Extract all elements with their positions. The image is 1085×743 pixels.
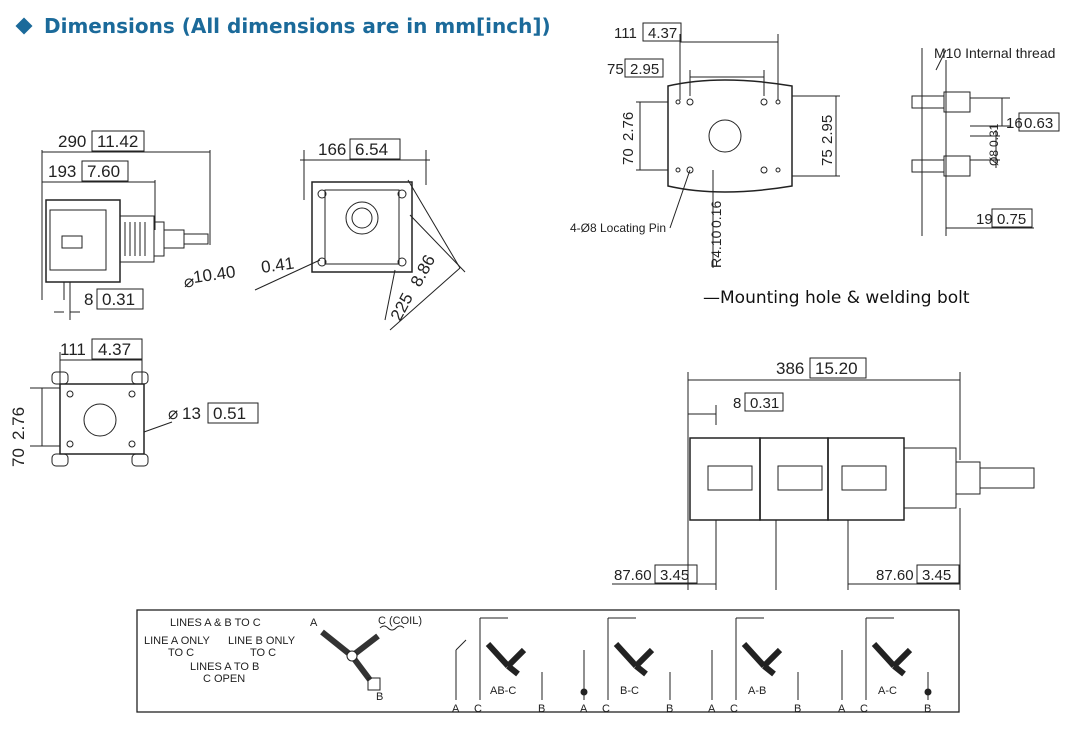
pos3-b: B bbox=[794, 703, 801, 715]
svg-text:⌀: ⌀ bbox=[168, 404, 178, 423]
dim-386-inch: 15.20 bbox=[815, 359, 858, 378]
pos4-label: A-C bbox=[878, 685, 897, 697]
dim-111: 111 bbox=[614, 25, 637, 42]
position-a-c: A C B A-C bbox=[838, 617, 932, 715]
pos1-b: B bbox=[538, 703, 545, 715]
legend-terminal-b: B bbox=[376, 691, 383, 703]
dim-111-lower: 111 bbox=[60, 340, 86, 359]
rotated-front-view: 166 6.54 10.40 0.41 ⌀ 225 8.86 bbox=[184, 138, 466, 331]
dim-16: 16 bbox=[1006, 115, 1023, 132]
dim-70-plate: 70 bbox=[620, 148, 637, 165]
dim-290-inch: 11.42 bbox=[97, 132, 138, 151]
pos2-label: B-C bbox=[620, 685, 639, 697]
dim-70-lower: 70 bbox=[9, 448, 28, 467]
position-a-b: A C B A-B bbox=[708, 617, 801, 715]
pos4-c: C bbox=[860, 703, 868, 715]
legend-to-c-1: TO C bbox=[168, 647, 194, 659]
title-text: Dimensions (All dimensions are in mm[inc… bbox=[44, 14, 551, 38]
dim-75-right: 75 bbox=[819, 149, 836, 166]
dim-13: 13 bbox=[182, 404, 201, 423]
dim-166-inch: 6.54 bbox=[355, 140, 388, 159]
pos3-c: C bbox=[730, 703, 738, 715]
dim-8-inch: 0.31 bbox=[102, 290, 135, 309]
dim-8-assembly: 8 bbox=[733, 395, 741, 412]
side-view: 290 11.42 193 7.60 8 0.31 bbox=[41, 130, 211, 320]
pos1-c: C bbox=[474, 703, 482, 715]
dim-111-lower-inch: 4.37 bbox=[98, 340, 131, 359]
dim-13-inch: 0.51 bbox=[213, 404, 246, 423]
switch-symbol-icon bbox=[320, 625, 405, 691]
legend-terminal-a: A bbox=[310, 617, 318, 629]
position-b-c: A C B B-C bbox=[580, 617, 673, 715]
dim-87-60-left: 87.60 bbox=[614, 567, 652, 584]
pos2-b: B bbox=[666, 703, 673, 715]
pos2-c: C bbox=[602, 703, 610, 715]
locating-pin-label: 4-Ø8 Locating Pin bbox=[570, 221, 666, 235]
legend-c-open: C OPEN bbox=[203, 673, 245, 685]
dim-166: 166 bbox=[318, 140, 346, 159]
dim-75-right-inch: 2.95 bbox=[819, 115, 836, 144]
dim-10-40-inch: 0.41 bbox=[260, 254, 295, 277]
dim-290: 290 bbox=[58, 132, 86, 151]
section-title: Dimensions (All dimensions are in mm[inc… bbox=[15, 14, 551, 38]
legend-lines-a-to-b: LINES A TO B bbox=[190, 661, 259, 673]
assembly-side-view: 386 15.20 8 0.31 87.60 3.45 87.60 3.45 bbox=[612, 357, 1035, 590]
pos1-a: A bbox=[452, 703, 460, 715]
dim-8: 8 bbox=[84, 290, 93, 309]
pos1-label: AB-C bbox=[490, 685, 516, 697]
dim-70-lower-inch: 2.76 bbox=[9, 407, 28, 440]
svg-text:⌀: ⌀ bbox=[184, 272, 194, 291]
dim-8-assembly-inch: 0.31 bbox=[750, 395, 779, 412]
position-ab-c: A C B AB-C bbox=[452, 617, 545, 715]
dim-87-60-right-inch: 3.45 bbox=[922, 567, 951, 584]
dim-dia8: Ø8 bbox=[987, 150, 1001, 166]
bolt-side-view: M10 Internal thread 16 0.63 Ø8 0.31 19 0… bbox=[911, 45, 1060, 236]
dim-193-inch: 7.60 bbox=[87, 162, 120, 181]
pos2-a: A bbox=[580, 703, 588, 715]
legend-line-b-only: LINE B ONLY bbox=[228, 635, 296, 647]
legend-lines-ab-to-c: LINES A & B TO C bbox=[170, 617, 261, 629]
dim-dia8-inch: 0.31 bbox=[987, 123, 1001, 147]
mounting-plate-view: 111 4.37 75 2.95 70 2.76 75 2.95 4-Ø8 Lo… bbox=[570, 22, 840, 268]
dim-193: 193 bbox=[48, 162, 76, 181]
dim-87-60-left-inch: 3.45 bbox=[660, 567, 689, 584]
pos4-b: B bbox=[924, 703, 931, 715]
dim-16-inch: 0.63 bbox=[1024, 115, 1053, 132]
dim-225: 225 bbox=[387, 290, 417, 324]
pos4-a: A bbox=[838, 703, 846, 715]
legend-to-c-2: TO C bbox=[250, 647, 276, 659]
legend-coil: C (COIL) bbox=[378, 615, 422, 627]
m10-thread-label: M10 Internal thread bbox=[934, 45, 1055, 61]
dim-r4-10-inch: 0.16 bbox=[708, 201, 724, 228]
dim-19: 19 bbox=[976, 211, 993, 228]
dim-19-inch: 0.75 bbox=[997, 211, 1026, 228]
dim-r4-10: R4.10 bbox=[708, 230, 724, 268]
dim-87-60-right: 87.60 bbox=[876, 567, 914, 584]
dim-75-top-inch: 2.95 bbox=[630, 61, 659, 78]
dim-386: 386 bbox=[776, 359, 804, 378]
dim-111-inch: 4.37 bbox=[648, 25, 677, 42]
pos3-a: A bbox=[708, 703, 716, 715]
legend-line-a-only: LINE A ONLY bbox=[144, 635, 210, 647]
pos3-label: A-B bbox=[748, 685, 766, 697]
switch-positions-panel: LINES A & B TO C LINE A ONLY TO C LINE B… bbox=[136, 609, 960, 715]
lower-front-view: 111 4.37 70 2.76 ⌀ 13 0.51 bbox=[9, 338, 259, 467]
dim-70-plate-inch: 2.76 bbox=[620, 112, 637, 141]
dim-75-top: 75 bbox=[607, 61, 624, 78]
dim-10-40: 10.40 bbox=[192, 262, 237, 287]
mounting-hole-label: —Mounting hole & welding bolt bbox=[703, 288, 970, 308]
